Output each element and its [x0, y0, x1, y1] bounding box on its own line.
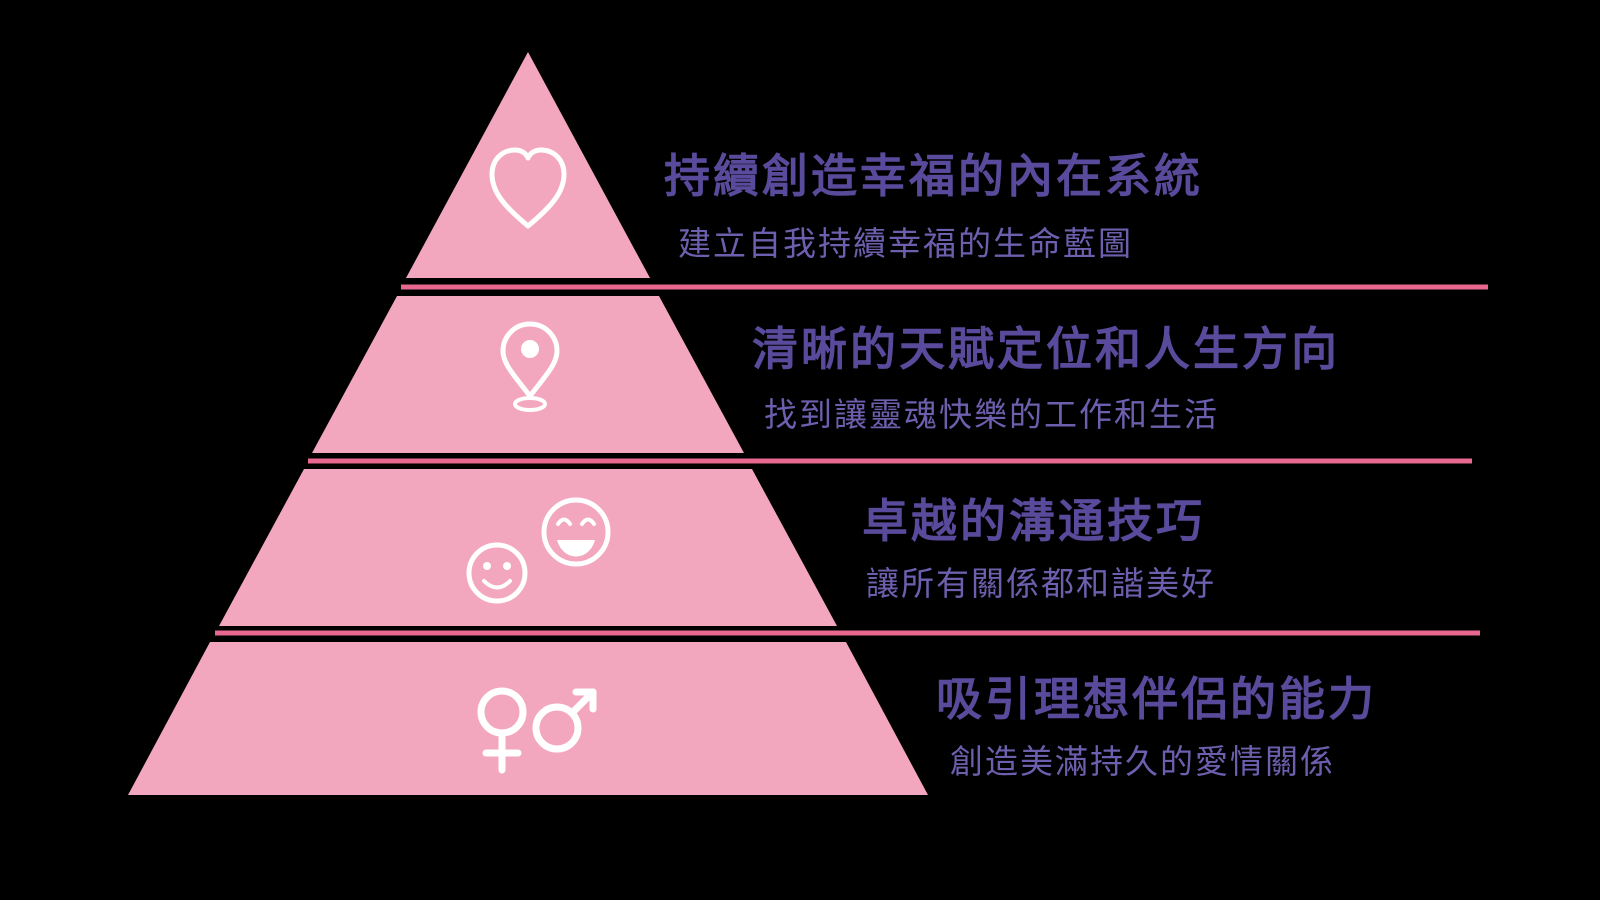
level-4-subtitle: 創造美滿持久的愛情關係: [950, 743, 1335, 780]
level-4-title: 吸引理想伴侶的能力: [936, 673, 1377, 725]
gender-symbols-icon: [477, 687, 597, 774]
pyramid-tier-3: [219, 469, 837, 626]
pyramid-tier-1: [406, 52, 650, 278]
heart-icon: [489, 147, 567, 229]
level-2-title: 清晰的天賦定位和人生方向: [752, 323, 1340, 375]
level-3-subtitle: 讓所有關係都和諧美好: [866, 565, 1216, 602]
location-pin-icon: [500, 321, 560, 412]
pyramid-tier-2: [312, 296, 744, 453]
pyramid-tier-4: [128, 642, 928, 795]
smiley-faces-icon: [466, 497, 611, 604]
level-1-title: 持續創造幸福的內在系統: [664, 150, 1203, 202]
level-3-title: 卓越的溝通技巧: [862, 495, 1205, 547]
level-1-subtitle: 建立自我持續幸福的生命藍圖: [678, 225, 1133, 262]
level-2-subtitle: 找到讓靈魂快樂的工作和生活: [764, 396, 1219, 433]
